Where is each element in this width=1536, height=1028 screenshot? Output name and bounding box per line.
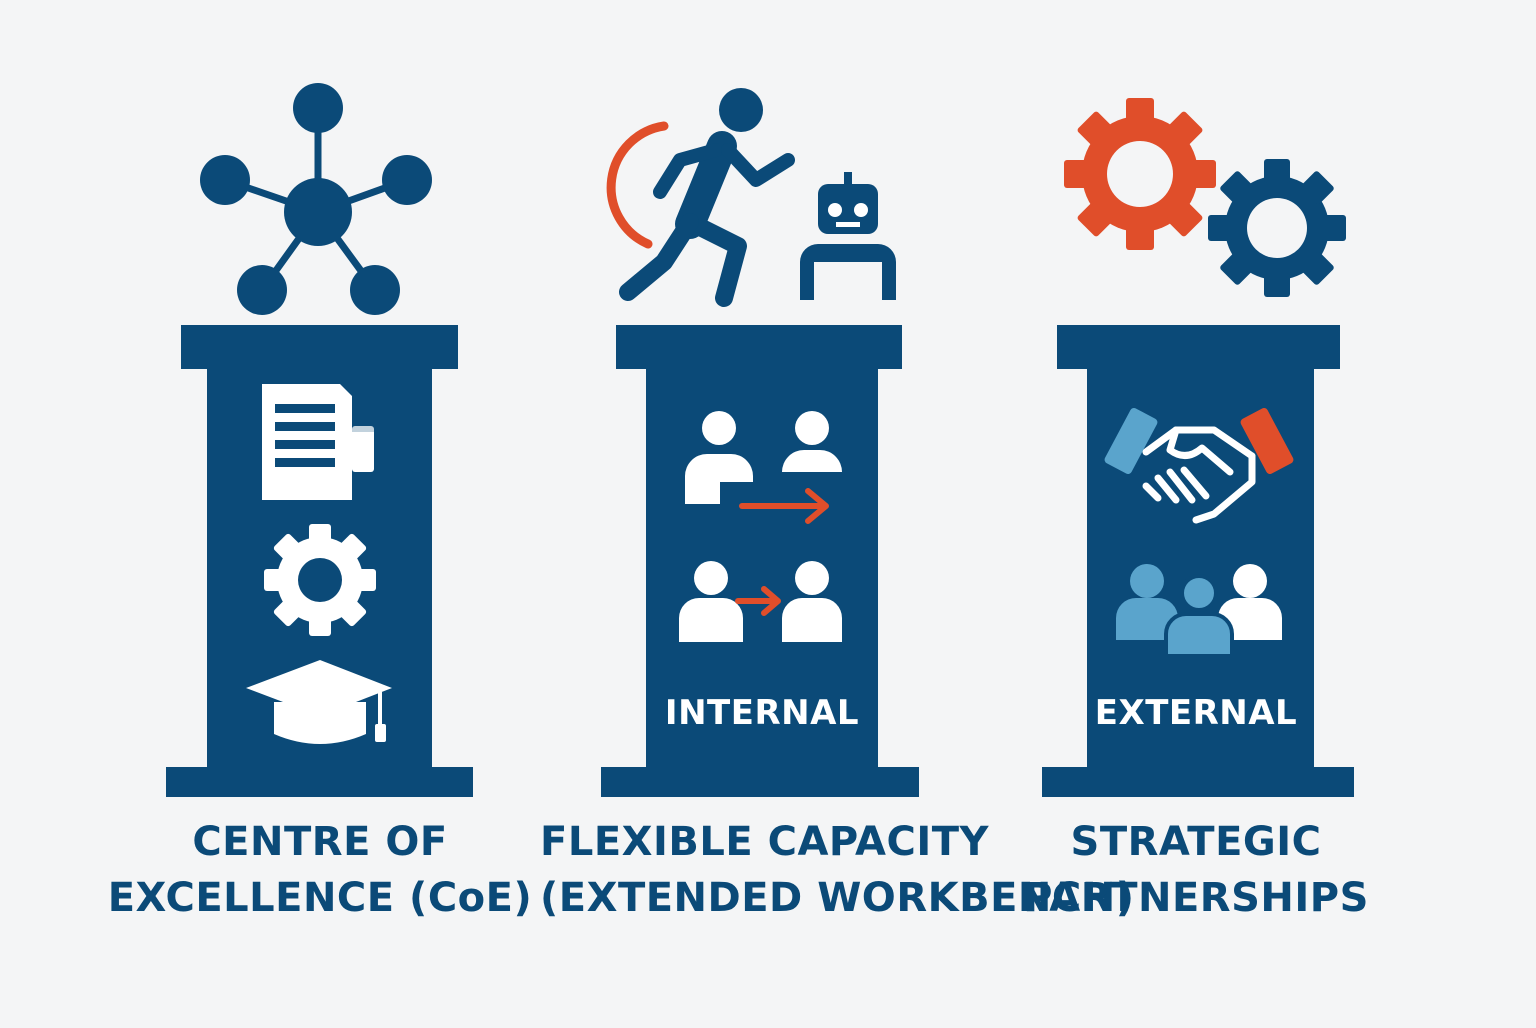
document-icon: [262, 384, 374, 500]
band-label-external: EXTERNAL: [1095, 693, 1297, 733]
pillar-label-line: EXCELLENCE (CoE): [107, 875, 533, 921]
pillar-strategic: EXTERNAL: [1042, 98, 1354, 797]
network-nodes-icon: [200, 83, 432, 315]
gear-icon: [264, 524, 376, 636]
person-transfer-icon: [679, 561, 842, 642]
gears-icon: [1064, 98, 1346, 297]
team-group-icon: [1116, 564, 1282, 658]
pillar-label-coe: CENTRE OF EXCELLENCE (CoE): [100, 814, 540, 926]
handshake-icon: [1104, 407, 1294, 524]
pillar-label-line: (EXTENDED WORKBENCH): [540, 875, 1135, 921]
pillar-label-strategic: STRATEGIC PARTNERSHIPS: [976, 814, 1416, 926]
pillar-label-line: STRATEGIC: [1070, 819, 1322, 865]
pillar-flexible: INTERNAL: [601, 88, 919, 797]
pillar-label-flexible: FLEXIBLE CAPACITY (EXTENDED WORKBENCH): [540, 814, 1135, 926]
person-transfer-icon: [685, 411, 842, 524]
pillar-body-flexible: [601, 325, 919, 797]
pillar-label-line: CENTRE OF: [192, 819, 448, 865]
band-label-internal: INTERNAL: [665, 693, 859, 733]
pillar-label-line: FLEXIBLE CAPACITY: [540, 819, 989, 865]
pillar-label-line: PARTNERSHIPS: [1023, 875, 1369, 921]
robot-icon: [800, 172, 896, 300]
pillar-coe: [166, 83, 473, 797]
running-person-and-robot-icon: [606, 88, 896, 307]
graduation-cap-icon: [246, 660, 392, 744]
